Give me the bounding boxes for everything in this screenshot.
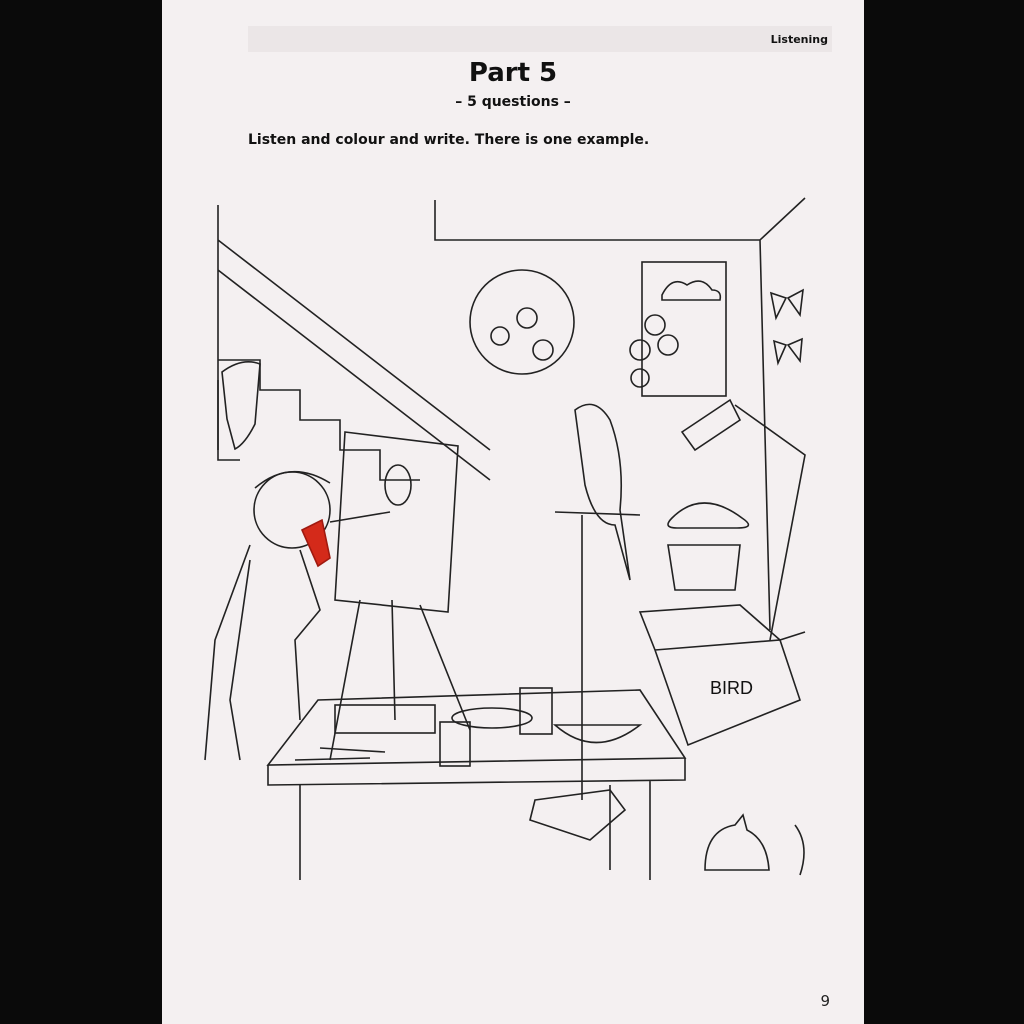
cat: [704, 813, 805, 876]
bird-box: [638, 604, 806, 747]
pot-with-hat: [667, 502, 750, 591]
canvas: [334, 431, 459, 613]
header-bar: [248, 26, 832, 52]
painter-body: [204, 544, 321, 761]
box-label: BIRD: [710, 678, 753, 698]
paint-palette: [334, 704, 436, 734]
butterflies: [769, 288, 804, 366]
glass: [439, 721, 471, 767]
perch-stand: [554, 511, 641, 800]
parrot: [574, 403, 631, 581]
colouring-illustration: BIRD: [204, 197, 806, 880]
red-beard: [300, 518, 331, 568]
workbook-page: Listening Part 5 – 5 questions – Listen …: [162, 0, 864, 1024]
round-picture: [469, 269, 575, 375]
section-label: Listening: [770, 33, 828, 46]
page-subtitle: – 5 questions –: [455, 94, 571, 110]
staircase: [218, 359, 420, 481]
window: [641, 261, 727, 397]
page-number: 9: [820, 992, 830, 1010]
table: [266, 689, 687, 766]
instruction-text: Listen and colour and write. There is on…: [248, 132, 650, 148]
room-walls: [217, 197, 806, 631]
paintbrushes: [294, 747, 386, 761]
easel: [329, 599, 471, 761]
lamp: [680, 398, 806, 641]
scarf: [221, 361, 261, 451]
fruit-bowl: [552, 724, 643, 744]
page-title: Part 5: [468, 58, 558, 88]
